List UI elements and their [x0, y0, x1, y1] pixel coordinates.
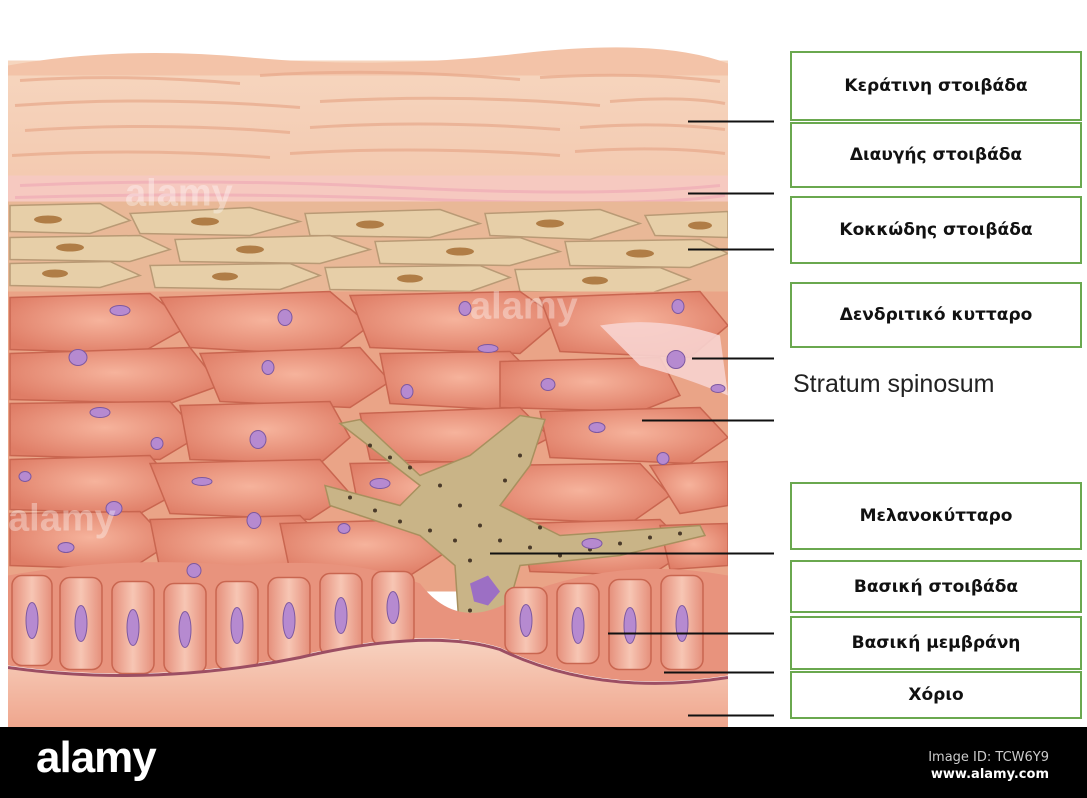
svg-text:alamy: alamy	[125, 173, 233, 215]
alamy-logo: alamy	[36, 733, 156, 783]
image-id-text: Image ID: TCW6Y9	[928, 750, 1049, 765]
svg-text:alamy: alamy	[470, 286, 578, 328]
label-stratum-granulosum: Κοκκώδης στοιβάδα	[790, 196, 1082, 264]
label-stratum-corneum: Κεράτινη στοιβάδα	[790, 51, 1082, 121]
label-basement-membrane: Βασική μεμβράνη	[790, 616, 1082, 670]
label-melanocyte: Μελανοκύτταρο	[790, 482, 1082, 550]
label-dendritic-cell: Δενδριτικό κυτταρο	[790, 282, 1082, 348]
site-url-text: www.alamy.com	[931, 767, 1049, 782]
label-dermis: Χόριο	[790, 671, 1082, 719]
label-stratum-lucidum: Διαυγής στοιβάδα	[790, 122, 1082, 188]
svg-text:alamy: alamy	[8, 498, 116, 540]
watermark-footer-bar	[0, 727, 1087, 798]
label-stratum-spinosum: Stratum spinosum	[793, 370, 994, 399]
label-stratum-basale: Βασική στοιβάδα	[790, 560, 1082, 613]
